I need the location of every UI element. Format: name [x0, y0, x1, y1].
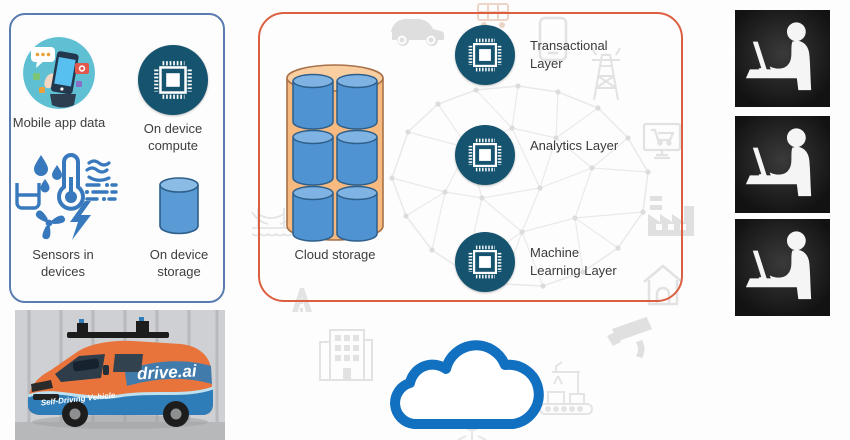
cctv-camera-icon: [607, 316, 653, 358]
cylinder-stack-icon: [286, 64, 384, 242]
mobile-app-data-label: Mobile app data: [12, 115, 106, 130]
van-brand-text: drive.ai: [137, 361, 199, 383]
viewer-tile: [735, 219, 830, 316]
analytics-layer-icon: [455, 125, 515, 185]
cloud-outline-icon: [390, 340, 544, 429]
machine-learning-layer-label: Machine Learning Layer: [530, 245, 617, 278]
viewer-tile: [735, 116, 830, 213]
mobile-app-icon: [23, 37, 95, 109]
on-device-compute-icon: [138, 45, 208, 115]
conveyor-icon: [539, 361, 593, 415]
device-panel: [9, 13, 225, 303]
on-device-storage-label: On device storage: [149, 247, 209, 279]
cylinder-icon: [159, 177, 199, 235]
transactional-layer-icon: [455, 25, 515, 85]
person-laptop-icon: [745, 128, 812, 197]
self-driving-van-photo: drive.ai Self-Driving Vehicle: [15, 310, 225, 440]
sensors-icon: [15, 153, 118, 240]
cloud-storage-label: Cloud storage: [294, 247, 376, 262]
on-device-compute-label: On device compute: [143, 121, 203, 153]
person-laptop-icon: [745, 231, 812, 300]
person-laptop-icon: [745, 22, 812, 91]
chip-icon: [468, 38, 502, 72]
chip-icon: [154, 61, 192, 99]
machine-learning-layer-icon: [455, 232, 515, 292]
transactional-layer-label: Transactional Layer: [530, 38, 608, 71]
chip-icon: [468, 138, 502, 172]
analytics-layer-label: Analytics Layer: [530, 138, 619, 153]
building-icon: [319, 329, 373, 381]
sensors-in-devices-label: Sensors in devices: [32, 247, 94, 279]
chip-icon: [468, 245, 502, 279]
cloud-panel: [258, 12, 683, 302]
viewer-tile: [735, 10, 830, 107]
